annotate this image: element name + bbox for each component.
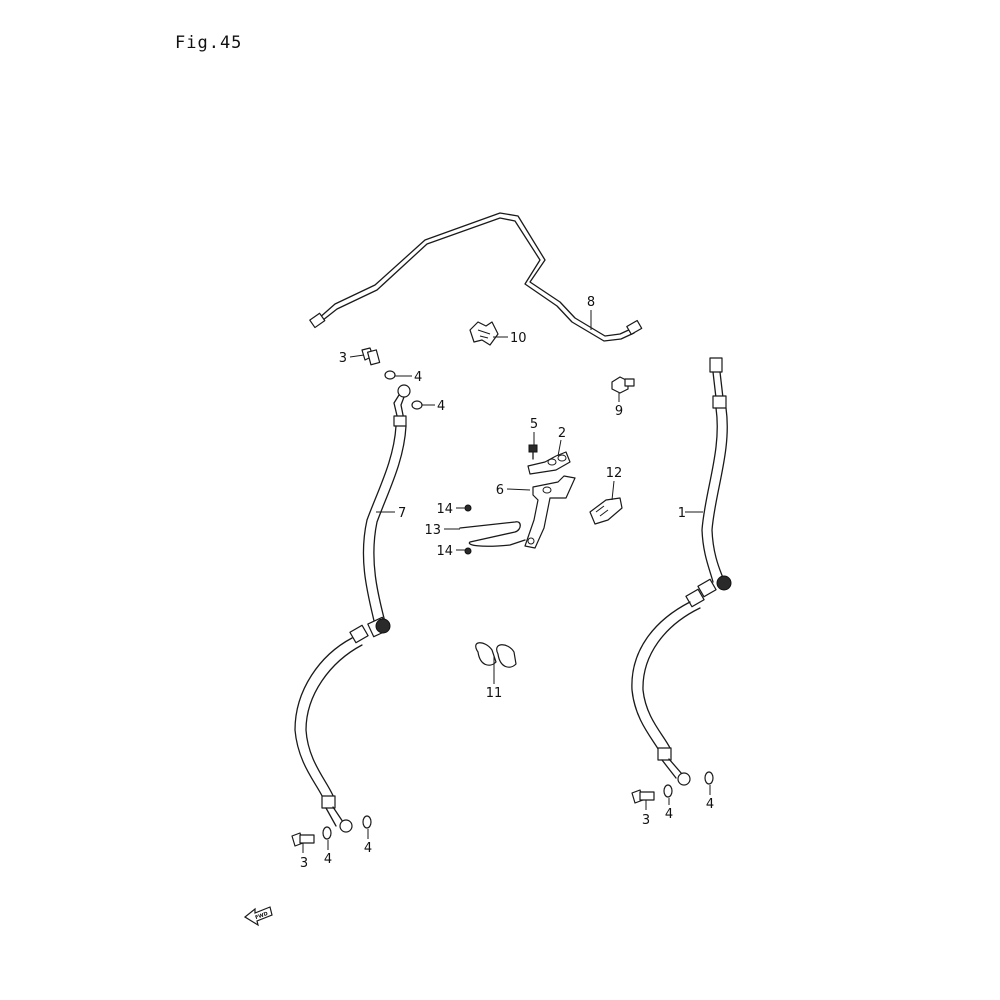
washer-part-4-d <box>362 815 372 829</box>
callout-2: 2 <box>558 426 566 441</box>
pipe-clamp-part-10 <box>469 321 499 346</box>
callout-12: 12 <box>606 466 623 481</box>
callout-4-e: 4 <box>665 807 673 822</box>
brake-pipe-part-8 <box>309 212 643 342</box>
screw-part-14-b <box>464 547 472 555</box>
wire-clip-part-13 <box>459 521 526 547</box>
callout-10: 10 <box>510 331 527 346</box>
callout-4-d: 4 <box>364 841 372 856</box>
screw-part-14-a <box>464 504 472 512</box>
clip-part-12 <box>589 497 623 525</box>
callout-4-b: 4 <box>437 399 445 414</box>
washer-part-4-e <box>663 784 673 798</box>
callout-7: 7 <box>398 506 406 521</box>
callout-3-top: 3 <box>339 351 347 366</box>
callout-4-a: 4 <box>414 370 422 385</box>
hose-clamp-part-11 <box>475 642 517 668</box>
bolt-part-3-bottom-right <box>631 789 655 804</box>
brake-hose-part-7 <box>294 384 411 833</box>
callout-13: 13 <box>424 523 441 538</box>
callout-11: 11 <box>486 686 503 701</box>
figure-title: Fig.45 <box>175 33 243 53</box>
callout-14-b: 14 <box>436 544 453 559</box>
callout-9: 9 <box>615 404 623 419</box>
fwd-arrow-icon: FWD <box>243 906 273 927</box>
callout-1: 1 <box>678 506 686 521</box>
washer-part-4-f <box>704 771 714 785</box>
callout-3-bottom-right: 3 <box>642 813 650 828</box>
washer-part-4-a <box>384 370 396 380</box>
washer-part-4-c <box>322 826 332 840</box>
callout-4-c: 4 <box>324 852 332 867</box>
fwd-label: FWD <box>254 911 268 921</box>
callout-14-a: 14 <box>436 502 453 517</box>
bracket-part-6 <box>524 475 576 549</box>
bolt-part-5 <box>528 444 538 460</box>
callout-4-f: 4 <box>706 797 714 812</box>
brake-hose-part-1 <box>631 357 732 786</box>
callout-6: 6 <box>496 483 504 498</box>
bolt-part-9 <box>611 376 635 394</box>
callout-3-bottom-left: 3 <box>300 856 308 871</box>
callout-8: 8 <box>587 295 595 310</box>
bracket-part-2 <box>527 451 571 475</box>
washer-part-4-b <box>411 400 423 410</box>
bolt-part-3-top <box>361 347 381 366</box>
callout-5: 5 <box>530 417 538 432</box>
leader-lines <box>302 310 711 853</box>
